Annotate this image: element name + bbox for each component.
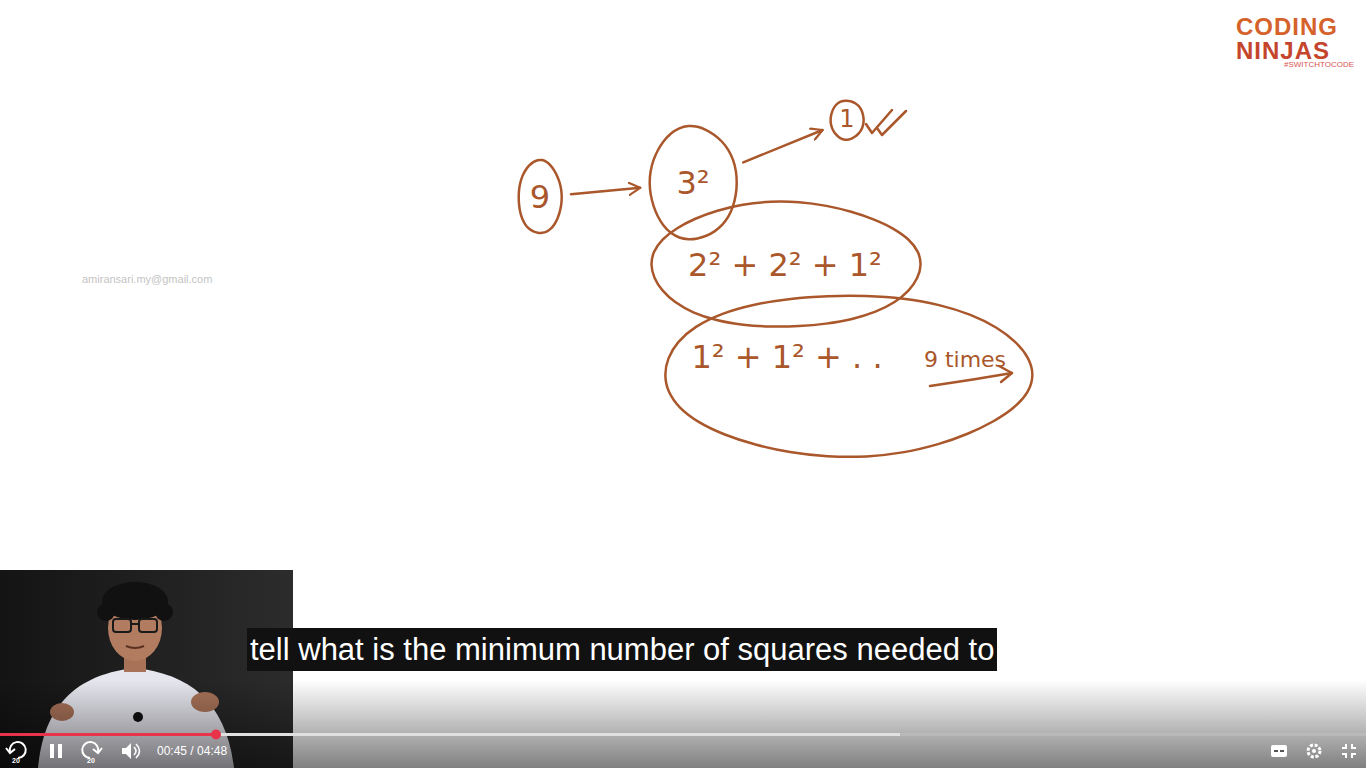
presenter-hair xyxy=(155,603,173,621)
logo-text: CODING xyxy=(1236,13,1338,41)
ellipse-outline xyxy=(650,126,737,239)
time-display: 00:45 / 04:48 xyxy=(157,745,227,759)
volume-icon xyxy=(134,744,140,758)
arrow-connector xyxy=(571,188,640,194)
presenter-glasses xyxy=(139,619,157,632)
progress-track xyxy=(0,733,1366,736)
ellipse-outline xyxy=(519,160,562,233)
pause-icon xyxy=(50,744,54,758)
arrow-connector xyxy=(743,130,822,162)
circled-answer: 1 xyxy=(829,99,865,141)
progress-played xyxy=(0,733,216,736)
settings-icon xyxy=(1312,749,1316,753)
logo-tagline: #SWITCHTOCODE xyxy=(1284,60,1354,69)
captions-icon xyxy=(1274,750,1278,752)
ellipse-outline xyxy=(665,296,1032,457)
captions-icon xyxy=(1271,745,1287,757)
captions-icon xyxy=(1280,750,1284,752)
pause-icon xyxy=(58,744,62,758)
math-text: 9 times xyxy=(924,347,1006,372)
math-text: 2² + 2² + 1² xyxy=(688,247,882,284)
skip-seconds: 20 xyxy=(87,757,95,765)
ellipse-outline xyxy=(652,202,921,327)
presenter-hair xyxy=(97,603,115,621)
presenter-mouth xyxy=(126,646,144,648)
tick-mark xyxy=(877,111,906,135)
math-text: 1 xyxy=(839,106,854,134)
ellipse-outline xyxy=(831,101,864,140)
circled-term: 3² xyxy=(648,125,738,241)
repeat-arrow xyxy=(930,373,1012,386)
progress-buffer xyxy=(0,733,900,736)
settings-icon xyxy=(1308,745,1320,757)
sum-ellipse: 2² + 2² + 1² xyxy=(649,201,921,329)
circled-number: 9 xyxy=(517,159,563,235)
math-text: 1² + 1² + . . xyxy=(691,339,882,376)
presenter-glasses xyxy=(113,619,131,632)
controls-shade xyxy=(0,680,1366,768)
fullscreen-exit-icon xyxy=(1342,744,1356,758)
math-text: 3² xyxy=(676,165,709,202)
watermark: amiransari.my@gmail.com xyxy=(82,273,212,286)
subtitle: tell what is the minimum number of squar… xyxy=(247,628,997,671)
skip-seconds: 20 xyxy=(12,757,20,765)
math-text: 9 xyxy=(530,179,550,216)
rewind-icon xyxy=(6,748,15,753)
forward-icon xyxy=(93,748,102,753)
progress-knob xyxy=(211,730,221,740)
sum-ellipse: 1² + 1² + . . 9 times xyxy=(662,293,1032,457)
volume-icon xyxy=(122,743,131,759)
presenter-glasses xyxy=(131,623,139,625)
